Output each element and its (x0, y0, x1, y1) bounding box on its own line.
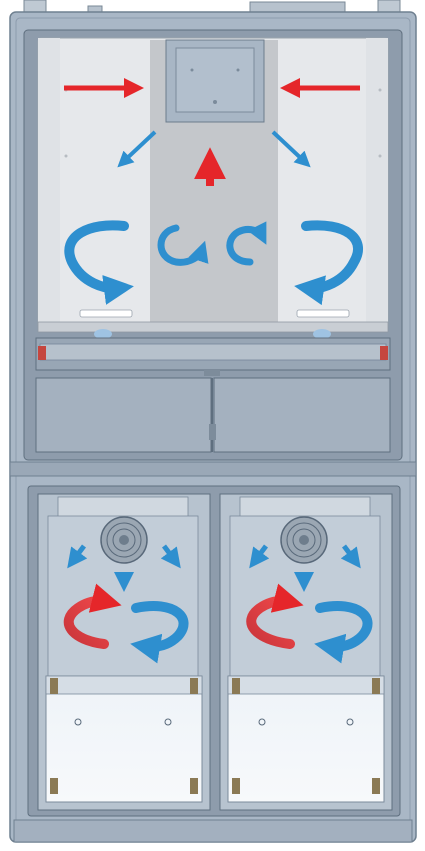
compartment-divider (9, 461, 417, 477)
crisper-drawer-left (35, 377, 212, 453)
warm-loop-right (246, 583, 304, 649)
loop-outer-right (294, 220, 363, 306)
down-right-arrow (271, 130, 311, 168)
loop-inner-left (157, 224, 209, 266)
left-drawer (37, 493, 211, 811)
crisper-drawer-right (213, 377, 391, 453)
warm-loop-left (63, 583, 122, 649)
vent-left (79, 309, 133, 318)
cold-loop-left (130, 601, 189, 664)
loop-outer-left (64, 220, 134, 305)
vent-right (296, 309, 350, 318)
lower-compartments (27, 485, 401, 817)
down-left-arrow (117, 130, 157, 168)
upper-airflow (64, 78, 363, 306)
right-drawer (219, 493, 393, 811)
cabinet-base (13, 819, 413, 843)
lower-airflow-right (246, 544, 373, 664)
loop-inner-right (226, 221, 267, 266)
lower-airflow-left (63, 544, 189, 664)
upper-compartment (23, 29, 403, 461)
cold-loop-right (314, 601, 373, 664)
